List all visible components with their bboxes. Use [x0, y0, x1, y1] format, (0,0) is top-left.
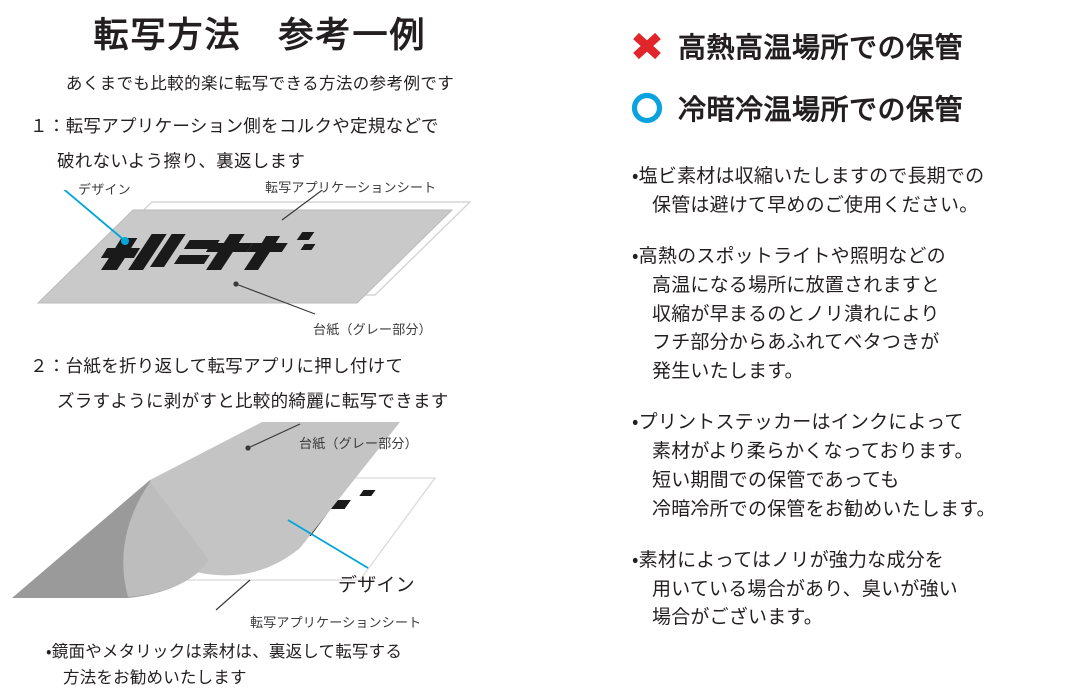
heading-good-storage: 冷暗冷温場所での保管: [630, 88, 963, 128]
page-title: 転写方法 参考一例: [93, 16, 427, 55]
diagram-transfer-step2: [12, 422, 437, 611]
step2-text-line2: ズラすように剥がすと比較的綺麗に転写できます: [57, 391, 449, 411]
note-line: ・素材によってはノリが強力な成分を: [632, 547, 1080, 576]
diagram-transfer-step1: [36, 190, 472, 315]
bottom-note-line2: 方法をお勧めいたします: [63, 668, 247, 687]
note-text: プリントステッカーはインクによって: [638, 412, 964, 434]
diagram1-label-backing-paper: 台紙（グレー部分）: [313, 322, 432, 337]
storage-notes-list: ・塩ビ素材は収縮いたしますので長期での 保管は避けて早めのご使用ください。 ・高…: [632, 163, 1080, 655]
note-item: ・プリントステッカーはインクによって 素材がより柔らかくなっております。 短い期…: [632, 409, 1080, 525]
note-item: ・高熱のスポットライトや照明などの 高温になる場所に放置されますと 収縮が早まる…: [632, 243, 1080, 387]
note-line: ・塩ビ素材は収縮いたしますので長期での: [632, 163, 1080, 192]
note-bullet: ・: [632, 412, 639, 434]
step1-text-line1: １：転写アプリケーション側をコルクや定規などで: [30, 116, 439, 136]
backing-paper-1: [36, 209, 454, 304]
note-line: フチ部分からあふれてベタつきが: [652, 332, 940, 354]
heading-bad-storage: 高熱高温場所での保管: [630, 26, 963, 66]
note-line: 素材がより柔らかくなっております。: [652, 441, 974, 462]
diagram1-label-application-sheet: 転写アプリケーションシート: [265, 180, 437, 195]
diagram2-label-backing-paper: 台紙（グレー部分）: [299, 436, 418, 451]
note-text: 塩ビ素材は収縮いたしますので長期での: [638, 166, 985, 187]
cross-mark-icon: [633, 32, 661, 60]
diagram1-label-design: デザイン: [78, 182, 131, 197]
note-line: 高温になる場所に放置されますと: [652, 274, 941, 296]
leader-line-backing-1: [235, 283, 316, 315]
note-line: ・プリントステッカーはインクによって: [632, 409, 1080, 438]
bottom-note: ・鏡面やメタリックは素材は、裏返して転写する 方法をお勧めいたします: [46, 640, 402, 691]
heading-bad-storage-label: 高熱高温場所での保管: [678, 32, 964, 63]
left-column: 転写方法 参考一例 あくまでも比較的楽に転写できる方法の参考例です １：転写アプ…: [12, 16, 472, 691]
leader-dot-design-1: [121, 237, 129, 245]
circle-mark-icon: [631, 92, 663, 124]
note-line: 短い期間での保管であっても: [652, 469, 900, 491]
diagram2-label-design: デザイン: [338, 575, 415, 596]
note-line: 発生いたします。: [652, 361, 804, 383]
diagram2-label-application-sheet: 転写アプリケーションシート: [250, 615, 422, 630]
page-subtitle: あくまでも比較的楽に転写できる方法の参考例です: [65, 75, 455, 93]
leader-dot-backing-2: [245, 445, 251, 451]
leader-line-sheet-1: [281, 190, 324, 221]
heading-good-storage-label: 冷暗冷温場所での保管: [678, 94, 964, 125]
note-item: ・塩ビ素材は収縮いたしますので長期での 保管は避けて早めのご使用ください。: [632, 163, 1080, 221]
backing-paper-fold-2: [123, 482, 209, 597]
note-bullet: ・: [632, 549, 639, 571]
leader-line-backing-2: [247, 423, 301, 449]
leader-line-design-2: [287, 519, 369, 569]
note-bullet: ・: [632, 245, 639, 267]
note-text: 素材によってはノリが強力な成分を: [638, 549, 944, 571]
note-line: 冷暗冷所での保管をお勧めいたします。: [652, 498, 996, 520]
note-line: 場合がございます。: [652, 607, 823, 629]
note-text: 高熱のスポットライトや照明などの: [638, 245, 946, 267]
bottom-note-line1: ・鏡面やメタリックは素材は、裏返して転写する: [46, 643, 403, 661]
design-artwork-1: [100, 232, 316, 270]
leader-dot-backing-1: [233, 281, 239, 287]
note-bullet: ・: [632, 166, 639, 187]
note-line: 収縮が早まるのとノリ潰れにより: [652, 303, 940, 325]
leader-line-sheet-2: [215, 579, 251, 611]
right-column: 高熱高温場所での保管 冷暗冷温場所での保管 ・塩ビ素材は収縮いたしますので長期で…: [620, 0, 1080, 699]
note-line: 用いている場合があり、臭いが強い: [652, 578, 958, 600]
note-line: 保管は避けて早めのご使用ください。: [652, 194, 979, 216]
note-line: ・高熱のスポットライトや照明などの: [632, 243, 1080, 272]
backing-paper-topside-2: [150, 422, 400, 576]
step1-text-line2: 破れないよう擦り、裏返します: [57, 151, 306, 171]
note-item: ・素材によってはノリが強力な成分を 用いている場合があり、臭いが強い 場合がござ…: [632, 547, 1080, 634]
step2-text-line1: ２：台紙を折り返して転写アプリに押し付けて: [30, 356, 404, 376]
leader-line-design-1: [63, 190, 125, 241]
